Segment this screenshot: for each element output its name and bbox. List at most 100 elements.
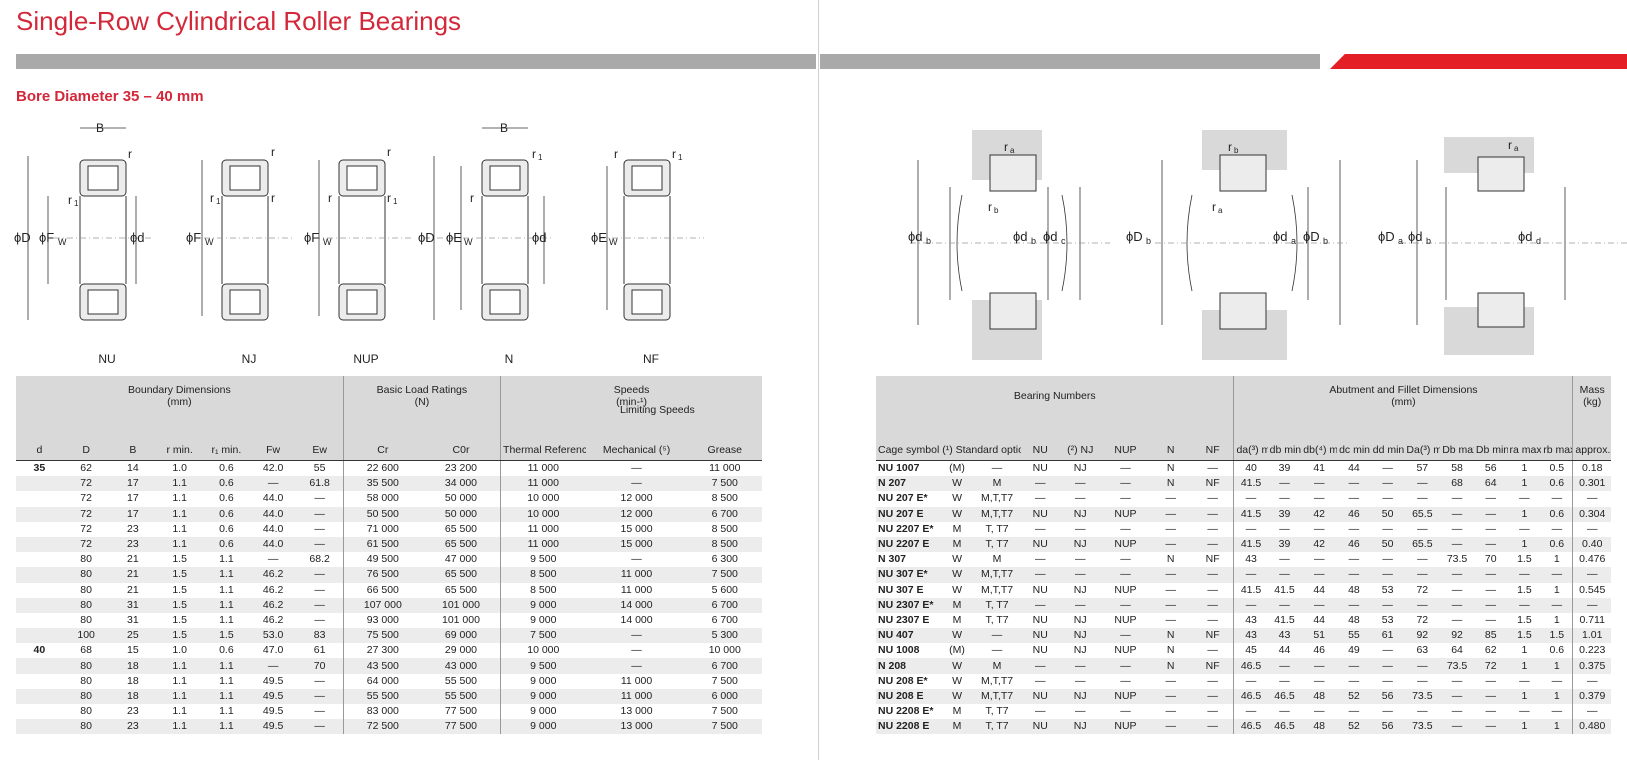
table-cell: — (1165, 705, 1176, 718)
table-cell: 0.5 (1541, 460, 1574, 477)
table-cell: 80 (80, 705, 92, 718)
table-cell: — (1191, 673, 1235, 689)
table-cell: 64 000 (366, 674, 399, 687)
table-cell: 57 (1416, 462, 1429, 475)
table-cell: 72 (1416, 613, 1429, 626)
table-cell: NF (1191, 658, 1235, 674)
table-cell: 50 (1370, 536, 1405, 553)
svg-text:B: B (500, 121, 508, 135)
table-cell: 80 (62, 658, 110, 674)
table-cell: 73.5 (1440, 658, 1474, 674)
table-cell: — (1149, 567, 1192, 583)
table-cell: — (1586, 674, 1598, 687)
table-cell: — (1279, 522, 1290, 535)
table-cell: 15 (127, 644, 139, 657)
table-cell: 13 000 (620, 705, 653, 718)
svg-text:b: b (1323, 236, 1328, 246)
table-cell: — (1417, 522, 1428, 535)
table-cell: 11 000 (585, 567, 688, 583)
table-cell: 1.01 (1572, 628, 1611, 644)
col-ra: ra max. (1507, 416, 1542, 461)
table-cell: — (1149, 506, 1192, 522)
table-cell: 1.5 (1517, 583, 1532, 596)
table-cell: — (1382, 553, 1393, 566)
table-cell: — (1120, 492, 1131, 505)
table-cell: 0.6 (1541, 536, 1574, 553)
table-cell: 41.5 (1233, 536, 1268, 553)
table-cell: 11 000 (620, 583, 653, 596)
table-cell: NU 2208 E* (878, 705, 934, 718)
svg-text:r: r (68, 193, 72, 207)
table-cell: 61 500 (343, 536, 422, 553)
table-cell: — (1451, 674, 1463, 687)
svg-text:a: a (1218, 206, 1223, 215)
header-band-left (16, 54, 816, 69)
table-cell: 1.0 (172, 462, 187, 475)
table-cell: — (1059, 476, 1102, 492)
table-cell: 39 (1278, 462, 1291, 475)
table-cell: M,T,T7 (981, 674, 1014, 687)
table-cell: 1.5 (156, 597, 203, 613)
type-label-n: N (504, 352, 514, 366)
col-Ew: Ew (296, 416, 344, 461)
svg-text:ϕE: ϕE (591, 230, 607, 245)
table-cell: 0.304 (1572, 506, 1611, 522)
page-title: Single-Row Cylindrical Roller Bearings (16, 6, 462, 36)
table-cell: 52 (1337, 688, 1371, 704)
table-cell: — (1074, 553, 1086, 566)
table-cell: — (1519, 522, 1530, 535)
table-cell: 72 (80, 522, 92, 535)
table-cell: — (296, 704, 344, 720)
table-cell: — (1191, 704, 1235, 720)
table-cell: — (1301, 476, 1338, 492)
table-cell: — (1101, 476, 1150, 492)
col-r1: r₁ min. (203, 416, 250, 461)
table-cell: 72 (1473, 658, 1508, 674)
table-cell: 64 (1473, 476, 1508, 492)
col-D: D (62, 416, 110, 461)
table-cell: NU 2208 E (876, 719, 942, 735)
table-cell: 10 000 (527, 644, 560, 657)
table-cell: 1.5 (1507, 628, 1542, 644)
table-cell: 43 (1267, 628, 1302, 644)
svg-text:r: r (470, 191, 474, 205)
table-cell: NUP (1101, 719, 1150, 735)
table-cell: 42.0 (262, 462, 284, 475)
table-cell: M (941, 536, 973, 553)
table-cell: — (249, 658, 297, 674)
table-cell: 44 (1313, 613, 1326, 626)
table-cell: 100 (62, 628, 110, 644)
table-cell: 85 (1473, 628, 1508, 644)
table-cell: 0.6 (203, 476, 250, 492)
table-cell: 56 (1484, 462, 1497, 475)
table-cell: — (1245, 705, 1257, 718)
table-cell: W (952, 583, 963, 596)
table-cell: — (1519, 705, 1530, 718)
table-cell: 52 (1337, 719, 1371, 735)
table-cell: 64 (1451, 644, 1463, 657)
table-cell: — (631, 462, 642, 475)
table-cell: 9 000 (500, 688, 586, 704)
table-cell: — (1485, 613, 1496, 626)
table-cell: 27 300 (366, 644, 399, 657)
table-cell: W (952, 553, 963, 566)
table-cell: — (1473, 688, 1508, 704)
table-cell: 11 000 (585, 688, 688, 704)
group-abutment: Abutment and Fillet Dimensions(mm) (1233, 376, 1574, 416)
table-cell: T, T7 (985, 705, 1009, 718)
table-cell: 5 600 (711, 583, 738, 596)
header-band-right (820, 54, 1320, 69)
table-cell: — (1165, 613, 1176, 626)
table-cell: 7 500 (711, 674, 738, 687)
table-cell: — (1473, 506, 1508, 522)
table-cell: — (1165, 492, 1176, 505)
table-cell: 8 500 (687, 536, 762, 553)
table-cell: 41 (1313, 462, 1326, 475)
svg-text:r: r (672, 147, 676, 161)
table-cell: 55 (296, 460, 344, 477)
table-cell: 6 700 (687, 658, 762, 674)
table-cell: 0.480 (1572, 719, 1611, 735)
